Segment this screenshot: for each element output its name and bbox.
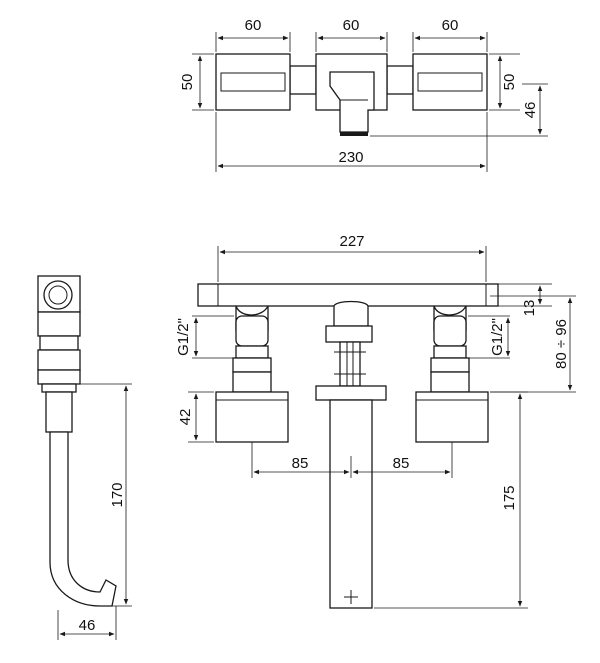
- dim-front-spout-length: 175: [501, 485, 518, 510]
- dim-top-height-left: 50: [179, 74, 196, 91]
- front-spout-flange: [315, 385, 387, 401]
- front-spout-collar: [325, 325, 373, 343]
- side-valve-ring: [39, 335, 79, 351]
- dim-front-offset-top: 13: [521, 300, 538, 317]
- top-spout-aerator: [340, 132, 368, 136]
- top-handle-right-slot: [417, 72, 483, 92]
- dim-front-spacing-right: 85: [393, 455, 410, 472]
- front-spout-cap: [333, 300, 369, 327]
- dim-front-spacing-left: 85: [292, 455, 309, 472]
- dim-side-depth: 46: [79, 617, 96, 634]
- front-valve-right-ring: [433, 345, 467, 359]
- dim-top-total-width: 230: [338, 149, 363, 166]
- dim-front-base-height: 42: [177, 409, 194, 426]
- side-view: 170 46: [37, 275, 132, 640]
- top-handle-left: [215, 53, 291, 111]
- side-valve-nut: [37, 349, 81, 371]
- front-valve-right-body: [433, 315, 467, 347]
- front-valve-right-flange: [430, 371, 470, 393]
- dim-top-depth: 46: [522, 102, 539, 119]
- side-spout: [49, 431, 117, 607]
- front-valve-right-nut: [430, 357, 470, 373]
- top-connector-left: [289, 65, 317, 95]
- side-valve-body: [37, 311, 81, 337]
- side-handle-knob: [43, 280, 73, 310]
- top-handle-left-slot: [220, 72, 286, 92]
- dim-top-width-right: 60: [442, 17, 459, 34]
- top-connector-right: [386, 65, 414, 95]
- front-valve-left-flange: [232, 371, 272, 393]
- side-valve-flange: [37, 369, 81, 385]
- front-spout-pipe: [329, 399, 373, 609]
- side-base-plate: [41, 383, 77, 393]
- side-base-body: [45, 391, 73, 433]
- top-view: 60 60 60 50 50 46 230: [179, 17, 548, 172]
- dim-top-width-left: 60: [245, 17, 262, 34]
- dim-side-height: 170: [109, 482, 126, 507]
- dim-thread-right: G1/2": [489, 318, 506, 356]
- front-valve-left-nut: [232, 357, 272, 373]
- dim-top-height-right: 50: [501, 74, 518, 91]
- front-valve-left-ring: [235, 345, 269, 359]
- dim-front-range: 80 ÷ 96: [553, 319, 570, 369]
- front-spout-stem: [339, 341, 361, 387]
- dim-thread-left: G1/2": [175, 318, 192, 356]
- dim-front-body-length: 227: [339, 233, 364, 250]
- top-handle-right: [412, 53, 488, 111]
- front-valve-left-body: [235, 315, 269, 347]
- front-view: 227 G1/2" G1/2" 13 80 ÷ 96 42 85 85: [175, 233, 576, 609]
- dim-top-width-center: 60: [343, 17, 360, 34]
